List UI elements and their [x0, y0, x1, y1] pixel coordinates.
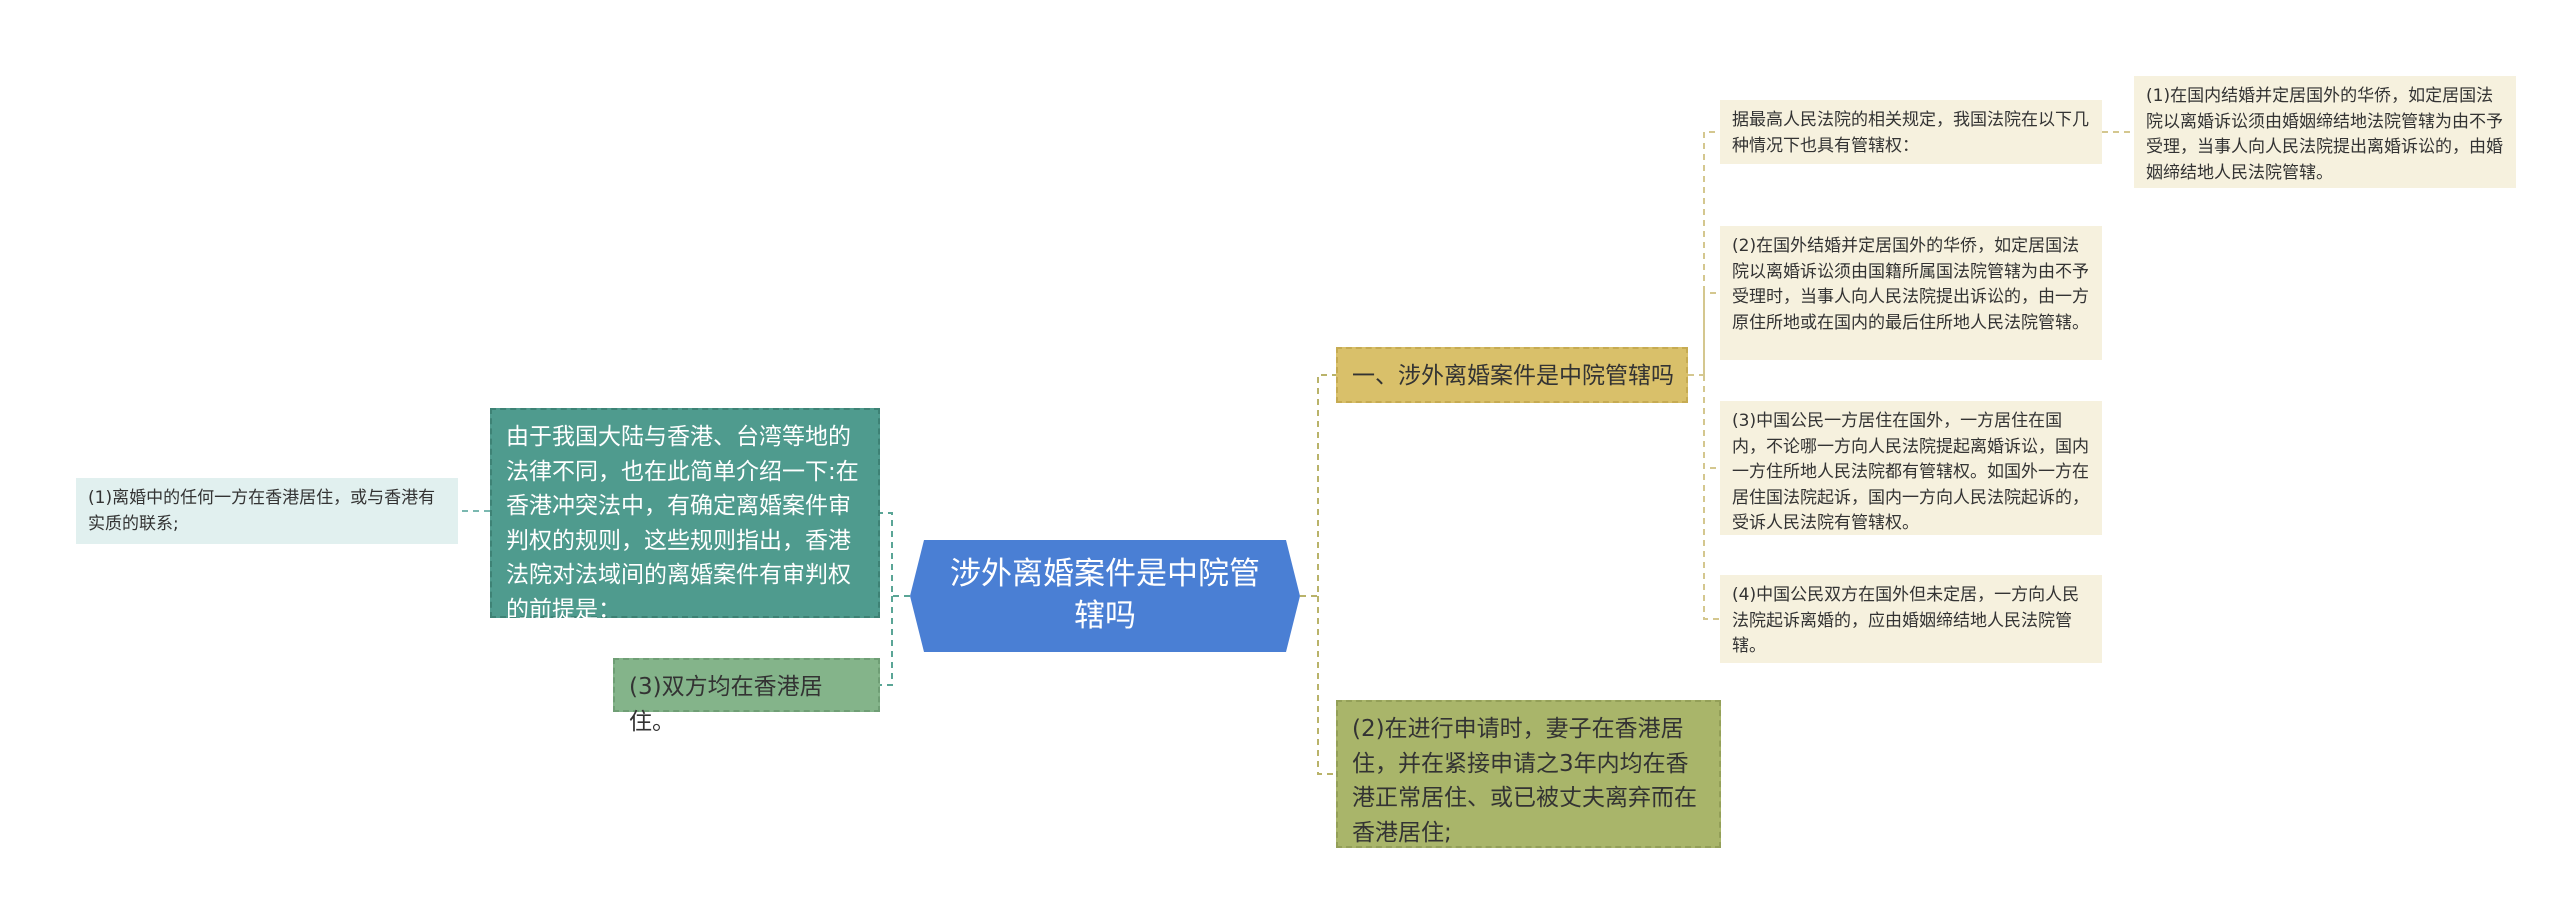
leaf-label: (1)离婚中的任何一方在香港居住，或与香港有实质的联系; — [88, 488, 436, 534]
branch-label: 由于我国大陆与香港、台湾等地的法律不同，也在此简单介绍一下:在香港冲突法中，有确… — [506, 424, 859, 623]
leaf-label: (3)中国公民一方居住在国外，一方居住在国内，不论哪一方向人民法院提起离婚诉讼，… — [1732, 411, 2089, 533]
leaf-case-3[interactable]: (3)中国公民一方居住在国外，一方居住在国内，不论哪一方向人民法院提起离婚诉讼，… — [1720, 401, 2102, 535]
connector-root-left — [880, 512, 910, 686]
branch-label: 一、涉外离婚案件是中院管辖吗 — [1352, 363, 1674, 389]
leaf-label: (2)在国外结婚并定居国外的华侨，如定居国法院以离婚诉讼须由国籍所属国法院管辖为… — [1732, 236, 2089, 333]
branch-label: (3)双方均在香港居住。 — [629, 674, 823, 735]
connector-root-right — [1300, 374, 1336, 775]
branch-left-hk-conflict-law[interactable]: 由于我国大陆与香港、台湾等地的法律不同，也在此简单介绍一下:在香港冲突法中，有确… — [490, 408, 880, 623]
connector-branch1-leaves — [1688, 131, 1720, 620]
root-title: 涉外离婚案件是中院管辖吗 — [950, 556, 1260, 634]
leaf-label: 据最高人民法院的相关规定，我国法院在以下几种情况下也具有管辖权： — [1732, 110, 2089, 156]
leaf-supreme-court-rule[interactable]: 据最高人民法院的相关规定，我国法院在以下几种情况下也具有管辖权： — [1720, 100, 2102, 164]
leaf-case-2[interactable]: (2)在国外结婚并定居国外的华侨，如定居国法院以离婚诉讼须由国籍所属国法院管辖为… — [1720, 226, 2102, 360]
branch-label: (2)在进行申请时，妻子在香港居住，并在紧接申请之3年内均在香港正常居住、或已被… — [1352, 716, 1697, 846]
leaf-label: (4)中国公民双方在国外但未定居，一方向人民法院起诉离婚的，应由婚姻缔结地人民法… — [1732, 585, 2080, 656]
branch-right-jurisdiction[interactable]: 一、涉外离婚案件是中院管辖吗 — [1336, 347, 1688, 403]
leaf-label: (1)在国内结婚并定居国外的华侨，如定居国法院以离婚诉讼须由婚姻缔结地法院管辖为… — [2146, 86, 2503, 183]
root-node[interactable]: 涉外离婚案件是中院管辖吗 — [910, 540, 1300, 652]
leaf-case-4[interactable]: (4)中国公民双方在国外但未定居，一方向人民法院起诉离婚的，应由婚姻缔结地人民法… — [1720, 575, 2102, 663]
leaf-case-1[interactable]: (1)在国内结婚并定居国外的华侨，如定居国法院以离婚诉讼须由婚姻缔结地法院管辖为… — [2134, 76, 2516, 188]
leaf-hk-condition-1[interactable]: (1)离婚中的任何一方在香港居住，或与香港有实质的联系; — [76, 478, 458, 544]
branch-left-hk-both-reside[interactable]: (3)双方均在香港居住。 — [613, 658, 880, 735]
branch-right-hk-residence[interactable]: (2)在进行申请时，妻子在香港居住，并在紧接申请之3年内均在香港正常居住、或已被… — [1336, 700, 1721, 848]
